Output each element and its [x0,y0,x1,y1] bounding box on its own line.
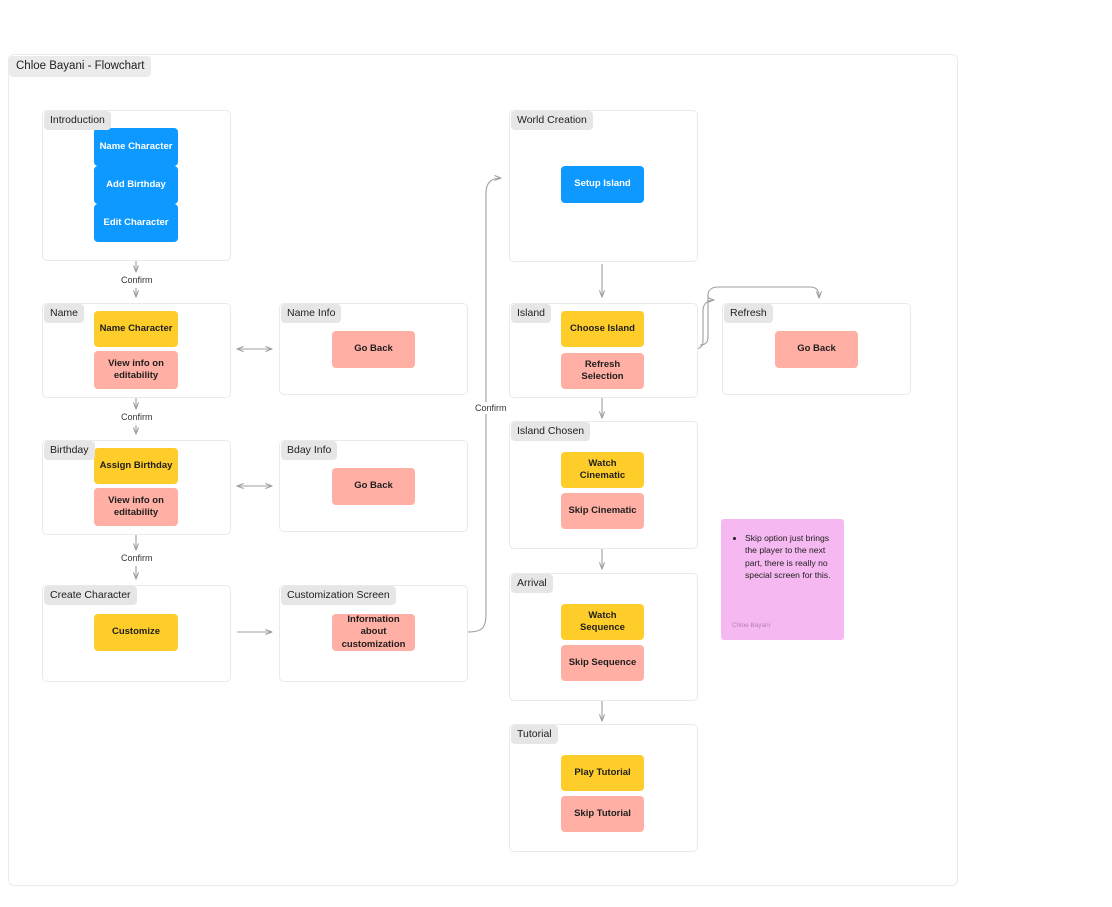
node-watch-cinematic[interactable]: Watch Cinematic [561,452,644,488]
node-name-character-intro[interactable]: Name Character [94,128,178,166]
page-title[interactable]: Chloe Bayani - Flowchart [9,56,152,77]
frame-label-create-character: Create Character [44,586,137,605]
edge-label-confirm-world: Confirm [472,402,510,414]
node-watch-sequence[interactable]: Watch Sequence [561,604,644,640]
node-add-birthday[interactable]: Add Birthday [94,166,178,204]
frame-label-bday-info: Bday Info [281,441,338,460]
sticky-note-list: Skip option just brings the player to th… [732,532,833,582]
frame-label-island-chosen: Island Chosen [511,422,591,441]
node-name-character[interactable]: Name Character [94,311,178,347]
node-edit-character[interactable]: Edit Character [94,204,178,242]
edge-label-confirm-birthday: Confirm [118,552,156,564]
node-setup-island[interactable]: Setup Island [561,166,644,203]
node-play-tutorial[interactable]: Play Tutorial [561,755,644,791]
frame-label-island: Island [511,304,552,323]
frame-label-refresh: Refresh [724,304,773,323]
node-choose-island[interactable]: Choose Island [561,311,644,347]
node-go-back-refresh[interactable]: Go Back [775,331,858,368]
node-skip-sequence[interactable]: Skip Sequence [561,645,644,681]
node-view-info-editability-birthday[interactable]: View info on editability [94,488,178,526]
frame-label-introduction: Introduction [44,111,111,130]
sticky-note[interactable]: Skip option just brings the player to th… [721,519,844,640]
node-assign-birthday[interactable]: Assign Birthday [94,448,178,484]
sticky-note-bullet: Skip option just brings the player to th… [745,532,833,582]
frame-label-customization-screen: Customization Screen [281,586,396,605]
sticky-note-author: Chloe Bayani [732,622,771,629]
node-go-back-name-info[interactable]: Go Back [332,331,415,368]
node-go-back-bday-info[interactable]: Go Back [332,468,415,505]
frame-label-world-creation: World Creation [511,111,593,130]
frame-label-birthday: Birthday [44,441,95,460]
edge-label-confirm-intro: Confirm [118,274,156,286]
frame-label-name-info: Name Info [281,304,342,323]
frame-label-name: Name [44,304,85,323]
node-skip-cinematic[interactable]: Skip Cinematic [561,493,644,529]
node-customize[interactable]: Customize [94,614,178,651]
node-refresh-selection[interactable]: Refresh Selection [561,353,644,389]
node-skip-tutorial[interactable]: Skip Tutorial [561,796,644,832]
frame-label-tutorial: Tutorial [511,725,558,744]
node-view-info-editability-name[interactable]: View info on editability [94,351,178,389]
edge-label-confirm-name: Confirm [118,411,156,423]
node-information-about-customization[interactable]: Information about customization [332,614,415,651]
frame-label-arrival: Arrival [511,574,553,593]
